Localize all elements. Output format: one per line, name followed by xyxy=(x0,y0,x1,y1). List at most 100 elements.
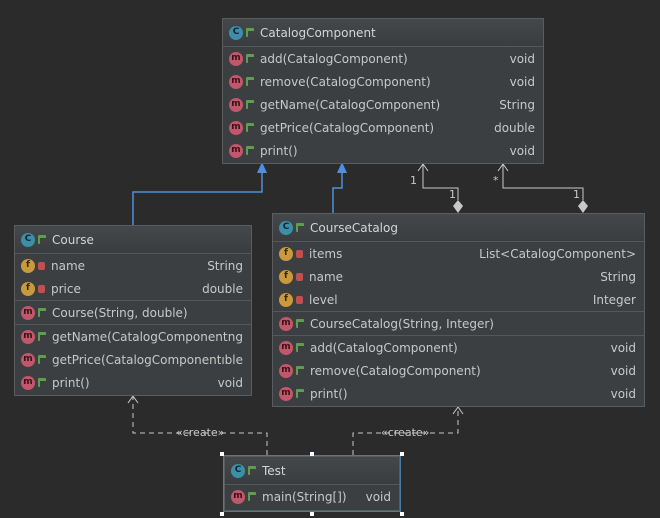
edge-aggregation-items-2[interactable] xyxy=(502,164,584,200)
private-lock-icon xyxy=(296,272,303,281)
method-name: main(String[]) xyxy=(262,489,347,504)
method-return-type: void xyxy=(610,340,636,355)
method-row[interactable]: m remove(CatalogComponent) void xyxy=(223,70,543,93)
method-name: add(CatalogComponent) xyxy=(260,51,408,66)
constructor-row[interactable]: m CourseCatalog(String, Integer) xyxy=(273,312,644,335)
class-header[interactable]: C CatalogComponent xyxy=(223,19,543,47)
private-lock-icon xyxy=(38,284,45,293)
public-visibility-icon xyxy=(246,77,254,86)
class-catalogcomponent[interactable]: C CatalogComponent m add(CatalogComponen… xyxy=(222,18,544,164)
public-visibility-icon xyxy=(296,366,304,375)
open-arrow-1 xyxy=(417,163,429,172)
method-return-type: void xyxy=(509,74,535,89)
class-header[interactable]: C CourseCatalog xyxy=(273,214,644,242)
method-icon: m xyxy=(21,305,35,320)
class-test[interactable]: C Test m main(String[]) void xyxy=(223,455,401,512)
field-row[interactable]: f items List<CatalogComponent> xyxy=(273,242,644,265)
method-row[interactable]: m main(String[]) void xyxy=(225,485,399,508)
resize-handle-top-left[interactable] xyxy=(220,452,224,456)
public-visibility-icon xyxy=(246,54,254,63)
public-visibility-icon xyxy=(246,100,254,109)
method-icon: m xyxy=(279,316,293,331)
class-coursecatalog[interactable]: C CourseCatalog f items List<CatalogComp… xyxy=(272,213,645,407)
method-row[interactable]: m getPrice(CatalogComponent) double xyxy=(223,116,543,139)
class-name: CourseCatalog xyxy=(310,220,398,235)
resize-handle-bottom[interactable] xyxy=(310,512,314,516)
method-row[interactable]: m print() void xyxy=(15,371,251,394)
method-icon: m xyxy=(21,375,35,390)
field-type: List<CatalogComponent> xyxy=(479,246,636,261)
class-course[interactable]: C Course f name String f price double m … xyxy=(14,225,252,396)
method-name: getPrice(CatalogComponent) xyxy=(52,352,222,367)
method-row[interactable]: m getName(CatalogComponent) ng xyxy=(15,325,251,348)
resize-handle-top[interactable] xyxy=(310,452,314,456)
class-name: Test xyxy=(262,463,286,478)
field-row[interactable]: f name String xyxy=(273,265,644,288)
method-icon: m xyxy=(229,120,243,135)
edge-aggregation-items-1[interactable] xyxy=(422,164,459,200)
method-name: print() xyxy=(260,143,298,158)
edge-test-creates-coursecatalog[interactable] xyxy=(352,408,459,455)
private-lock-icon xyxy=(38,261,45,270)
class-icon: C xyxy=(229,25,243,40)
edge-test-creates-course[interactable] xyxy=(132,397,268,455)
method-return-type: void xyxy=(509,143,535,158)
method-return-type: void xyxy=(509,51,535,66)
method-row[interactable]: m remove(CatalogComponent) void xyxy=(273,359,644,382)
methods-section: m add(CatalogComponent) void m remove(Ca… xyxy=(273,336,644,405)
field-icon: f xyxy=(21,281,35,296)
method-name: print() xyxy=(52,375,90,390)
field-type: double xyxy=(202,281,243,296)
public-visibility-icon xyxy=(248,492,256,501)
resize-handle-top-right[interactable] xyxy=(400,452,404,456)
constructors-section: m Course(String, double) xyxy=(15,301,251,325)
field-row[interactable]: f level Integer xyxy=(273,288,644,311)
field-icon: f xyxy=(279,269,293,284)
method-row[interactable]: m print() void xyxy=(223,139,543,162)
method-return-type: void xyxy=(610,386,636,401)
inheritance-arrowhead-right xyxy=(337,162,347,173)
method-name: add(CatalogComponent) xyxy=(310,340,458,355)
method-icon: m xyxy=(279,340,293,355)
multiplicity-label: 1 xyxy=(410,174,417,187)
field-icon: f xyxy=(279,292,293,307)
method-name: print() xyxy=(310,386,348,401)
method-icon: m xyxy=(229,97,243,112)
inheritance-arrowhead-left xyxy=(257,162,267,173)
method-icon: m xyxy=(229,143,243,158)
class-name: Course xyxy=(52,232,94,247)
method-row[interactable]: m getPrice(CatalogComponent) ıble xyxy=(15,348,251,371)
method-row[interactable]: m print() void xyxy=(273,382,644,405)
method-row[interactable]: m add(CatalogComponent) void xyxy=(223,47,543,70)
resize-handle-bottom-right[interactable] xyxy=(400,512,404,516)
method-row[interactable]: m add(CatalogComponent) void xyxy=(273,336,644,359)
class-header[interactable]: C Test xyxy=(225,457,399,485)
public-visibility-icon xyxy=(38,378,46,387)
field-row[interactable]: f price double xyxy=(15,277,251,300)
private-lock-icon xyxy=(296,295,303,304)
aggregation-diamond-2 xyxy=(578,200,588,213)
method-icon: m xyxy=(21,352,35,367)
constructor-name: CourseCatalog(String, Integer) xyxy=(310,316,494,331)
dependency-arrow-course xyxy=(127,395,139,404)
field-row[interactable]: f name String xyxy=(15,254,251,277)
resize-handle-bottom-left[interactable] xyxy=(220,512,224,516)
method-return-type: String xyxy=(499,97,535,112)
private-lock-icon xyxy=(296,249,303,258)
create-stereotype-label: «create» xyxy=(381,426,430,439)
field-icon: f xyxy=(21,258,35,273)
class-header[interactable]: C Course xyxy=(15,226,251,254)
method-return-type: void xyxy=(217,375,243,390)
method-name: getPrice(CatalogComponent) xyxy=(260,120,435,135)
edge-course-extends-catalogcomponent[interactable] xyxy=(132,166,263,225)
field-name: level xyxy=(309,292,338,307)
method-return-type: ng xyxy=(227,329,243,344)
public-visibility-icon xyxy=(296,319,304,328)
multiplicity-label: * xyxy=(493,174,499,187)
constructor-row[interactable]: m Course(String, double) xyxy=(15,301,251,324)
public-visibility-icon xyxy=(296,389,304,398)
method-row[interactable]: m getName(CatalogComponent) String xyxy=(223,93,543,116)
method-name: getName(CatalogComponent) xyxy=(52,329,228,344)
edge-coursecatalog-extends-catalogcomponent[interactable] xyxy=(332,166,343,213)
